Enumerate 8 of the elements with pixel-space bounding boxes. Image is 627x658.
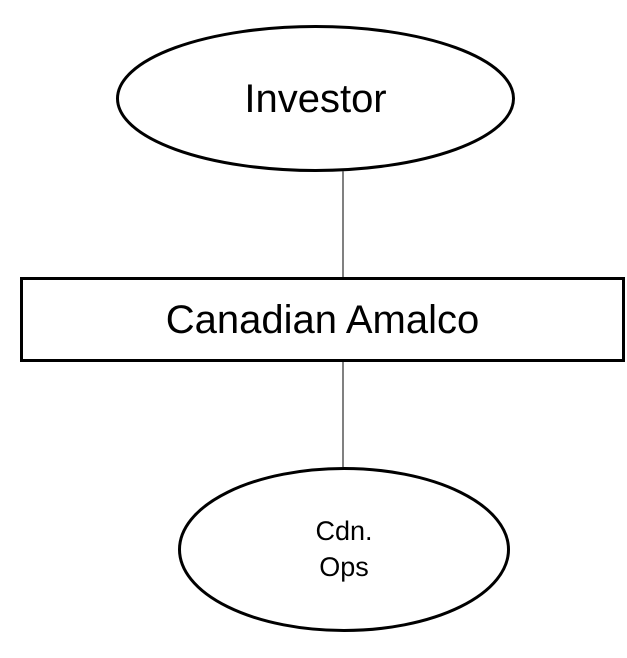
entity-box [20, 277, 625, 362]
connector-line [342, 170, 344, 278]
entity-ellipse [116, 25, 515, 172]
entity-ellipse [178, 467, 510, 632]
node-label: Canadian Amalco [166, 296, 480, 344]
node-label: Investor [244, 76, 387, 122]
connector-line [342, 362, 344, 468]
node-label: Cdn. Ops [314, 515, 374, 584]
